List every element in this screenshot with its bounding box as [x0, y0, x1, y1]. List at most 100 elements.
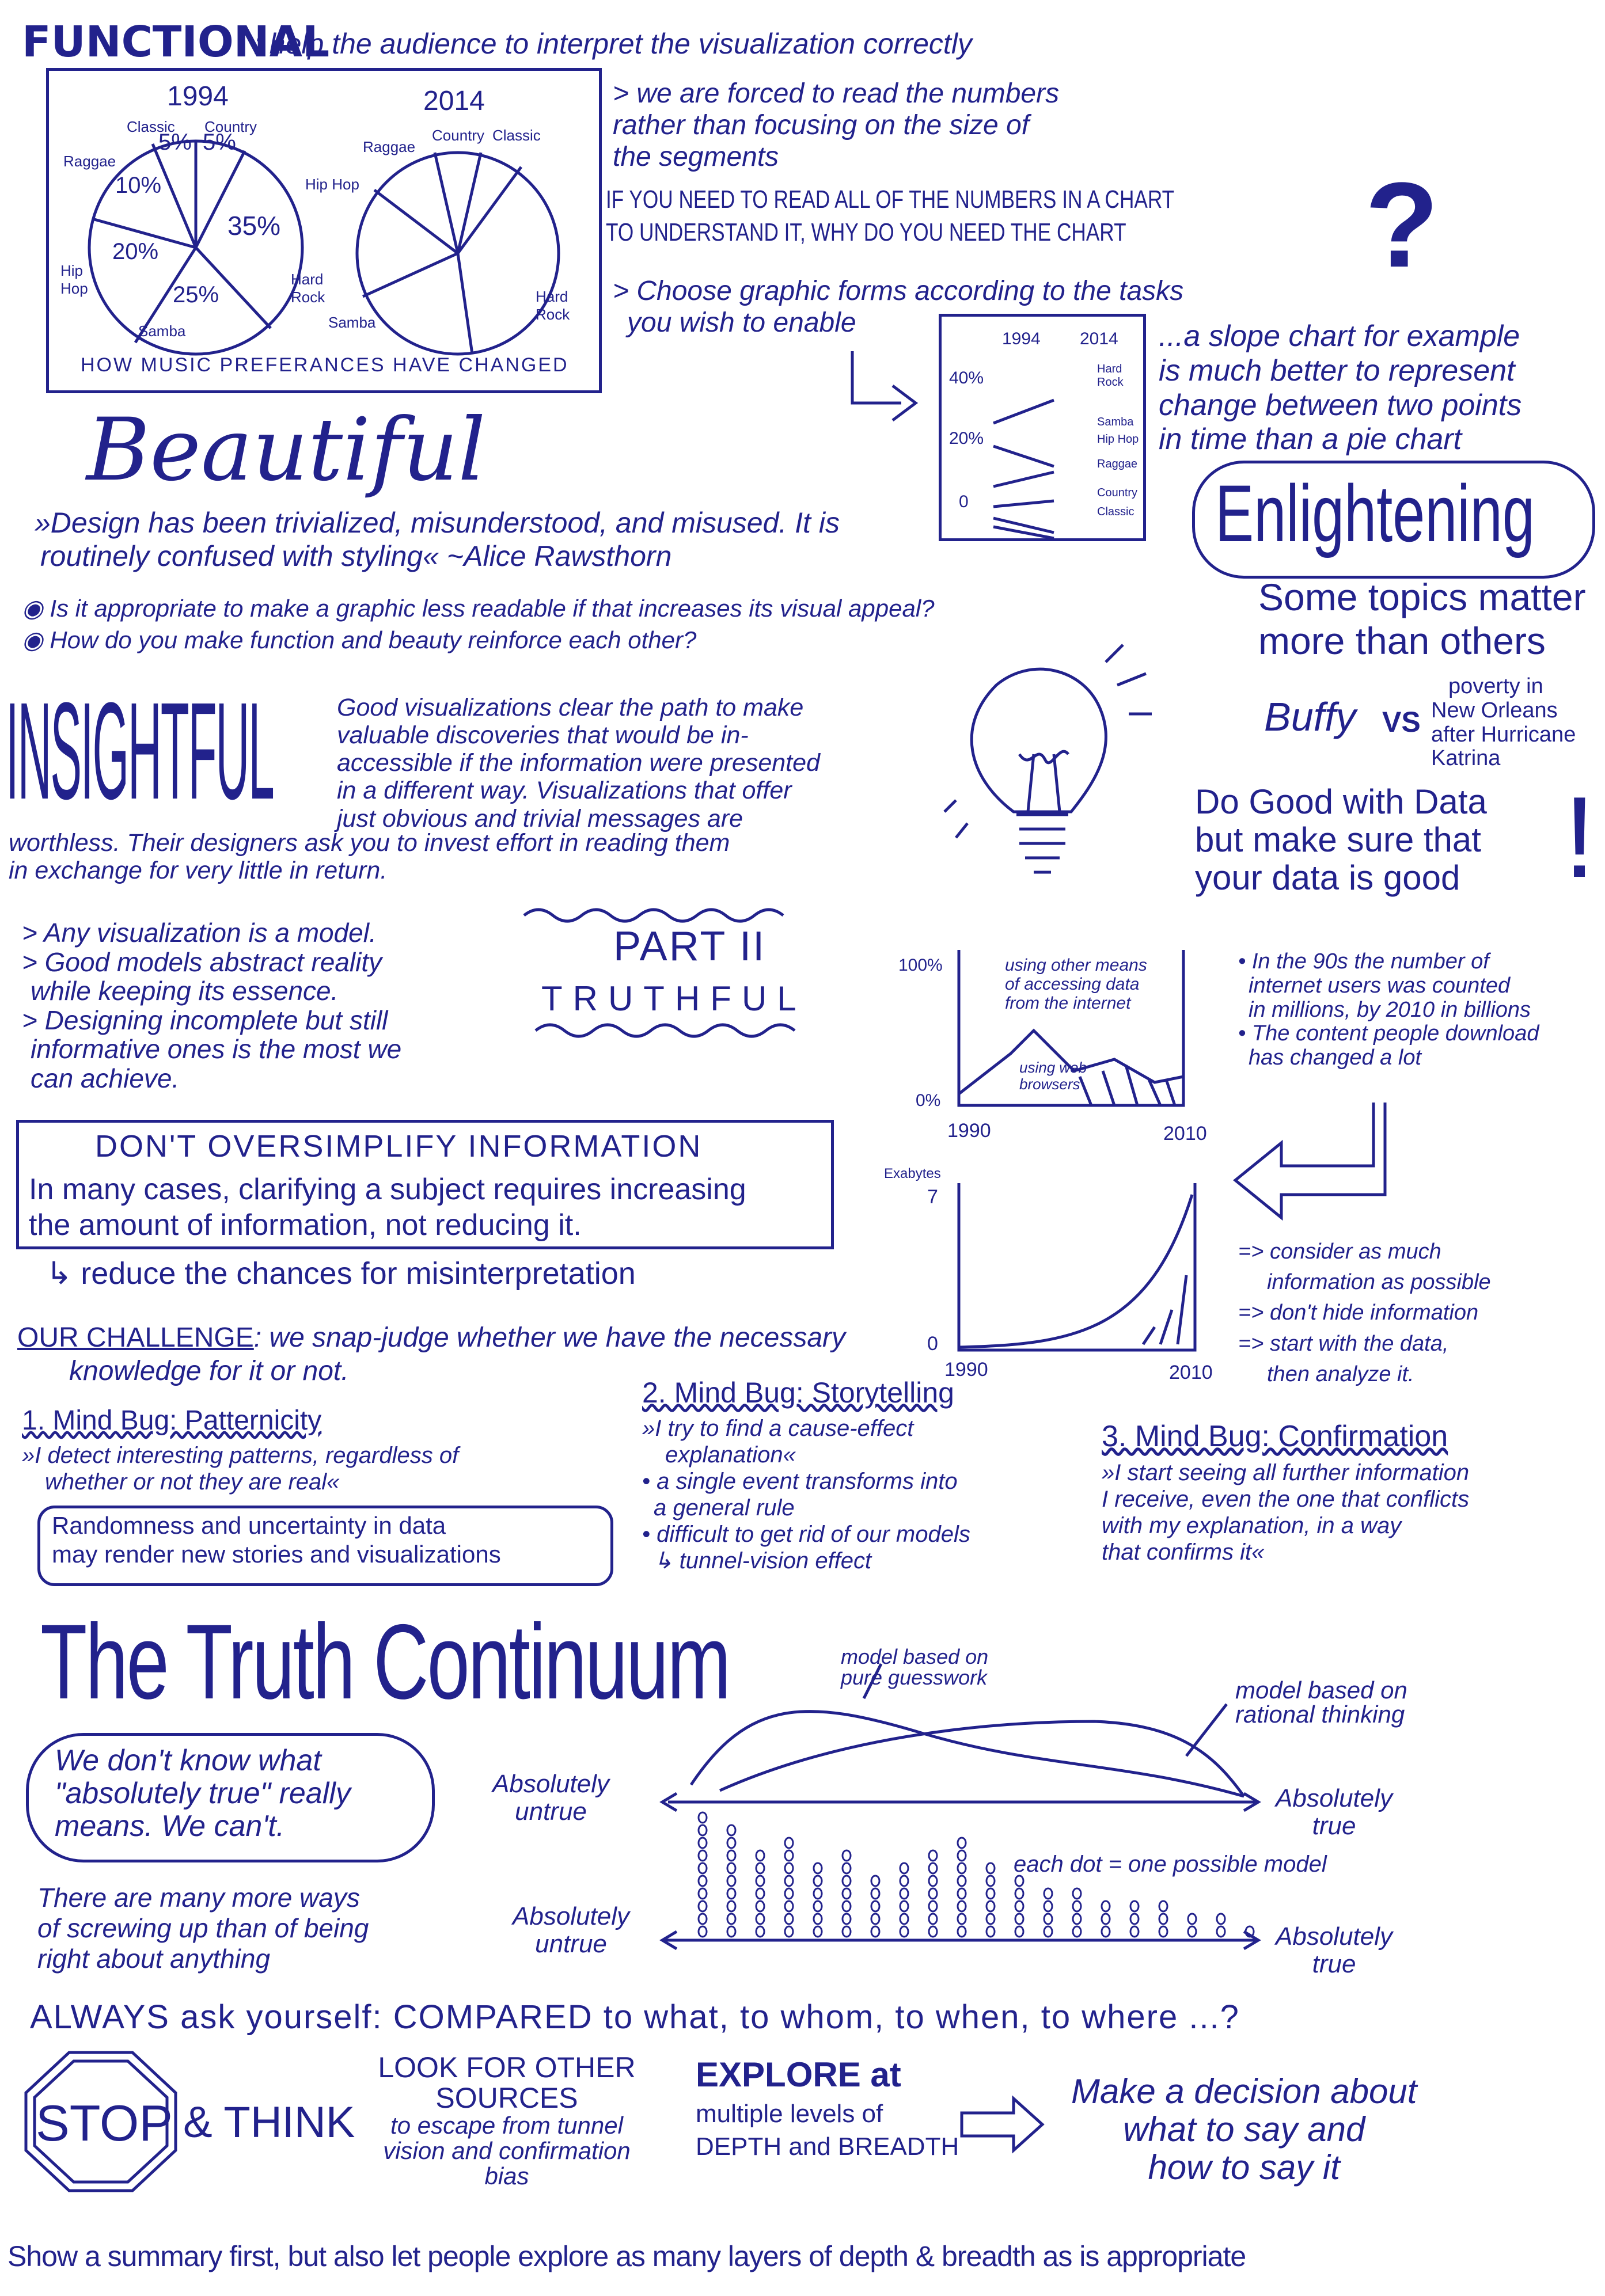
- pie-label: Samba: [328, 314, 376, 331]
- model-dot: [957, 1913, 967, 1925]
- pie-label: Raggae: [63, 153, 116, 170]
- text-line: in exchange for very little in return.: [9, 857, 388, 885]
- slope-year: 1994: [1002, 329, 1041, 348]
- text-line: is much better to represent: [1159, 353, 1515, 387]
- model-dot: [1129, 1900, 1140, 1913]
- model-dot: [784, 1837, 794, 1849]
- slope-chart-note: ...a slope chart for example is much bet…: [1159, 320, 1521, 457]
- text-line: • In the 90s the number of: [1238, 949, 1489, 974]
- text-line: browsers: [1019, 1075, 1080, 1093]
- question-mark: ?: [1365, 157, 1439, 292]
- model-dot: [755, 1862, 765, 1875]
- text-line: with my explanation, in a way: [1102, 1513, 1402, 1538]
- mind-bug-3: 3. Mind Bug: Confirmation »I start seein…: [1102, 1419, 1469, 1565]
- pie-charts: [88, 139, 560, 356]
- functional-title: FUNCTIONAL: [22, 17, 330, 67]
- bullet-item: ◉ Is it appropriate to make a graphic le…: [22, 595, 935, 622]
- text-line: We don't know what: [55, 1744, 321, 1777]
- text-line: true: [1312, 1812, 1356, 1841]
- text-line: New Orleans: [1431, 698, 1558, 723]
- true-label-bottom: Absolutely true: [1276, 1922, 1392, 1979]
- text-line: rational thinking: [1235, 1701, 1405, 1728]
- slope-chart: [993, 398, 1054, 540]
- area-x-tick: 2010: [1163, 1123, 1207, 1145]
- model-dot: [784, 1900, 794, 1913]
- area-y-tick: 100%: [898, 956, 943, 975]
- model-dot: [1216, 1925, 1226, 1938]
- big-arrow-icon: [1233, 1103, 1387, 1221]
- model-dot: [1014, 1913, 1025, 1925]
- model-dot: [697, 1875, 708, 1887]
- model-dot: [697, 1925, 708, 1938]
- model-dot: [1158, 1900, 1168, 1913]
- model-dot: [697, 1887, 708, 1900]
- text-line: but make sure that: [1195, 820, 1481, 859]
- slope-label: Samba: [1097, 416, 1134, 428]
- model-dot: [899, 1887, 909, 1900]
- text-line: information as possible: [1267, 1270, 1491, 1295]
- text-line: just obvious and trivial messages are: [337, 804, 743, 833]
- model-dot: [1043, 1887, 1053, 1900]
- text-line: a general rule: [654, 1495, 795, 1520]
- text-line: Make a decision about: [1071, 2072, 1417, 2111]
- model-dot: [697, 1849, 708, 1862]
- pie-label: Raggae: [363, 138, 416, 155]
- model-dot: [1043, 1900, 1053, 1913]
- text-line: from the internet: [1005, 994, 1131, 1013]
- text-line: of screwing up than of being: [37, 1913, 369, 1943]
- exp-y-tick: 0: [927, 1333, 938, 1355]
- text-line: EXPLORE at: [696, 2055, 901, 2094]
- text-line: while keeping its essence.: [31, 976, 339, 1006]
- untrue-label-top: Absolutely untrue: [492, 1770, 609, 1826]
- model-dot: [985, 1913, 996, 1925]
- model-dot: [985, 1925, 996, 1938]
- mind-bug-text: »I detect interesting patterns, regardle…: [22, 1442, 458, 1495]
- exclamation-mark: !: [1564, 773, 1596, 902]
- model-dot: [899, 1900, 909, 1913]
- beautiful-quote: »Design has been trivialized, misunderst…: [35, 507, 840, 573]
- beautiful-bullets: ◉ Is it appropriate to make a graphic le…: [22, 593, 935, 656]
- explore-note: EXPLORE at multiple levels of DEPTH and …: [696, 2052, 959, 2163]
- text-line: reduce the chances for misinterpretation: [81, 1256, 636, 1291]
- text-line: of accessing data: [1005, 975, 1140, 994]
- text-line: > Choose graphic forms according to the …: [613, 276, 1184, 306]
- text-line: »I detect interesting patterns, regardle…: [22, 1443, 459, 1468]
- stop-label: STOP: [36, 2094, 173, 2151]
- model-dot: [928, 1925, 938, 1938]
- enlightening-title: Enlightening: [1215, 468, 1535, 558]
- text-line: => don't hide information: [1238, 1301, 1479, 1325]
- model-dot: [813, 1862, 823, 1875]
- text-line: "absolutely true" really: [55, 1777, 351, 1811]
- hollow-arrow-icon: [960, 2095, 1045, 2154]
- slope-label: Hip Hop: [1097, 433, 1139, 446]
- model-dot: [957, 1875, 967, 1887]
- area-top-label: using other means of accessing data from…: [1005, 956, 1147, 1013]
- model-dot: [928, 1862, 938, 1875]
- pie-percent: 5%: [203, 130, 236, 155]
- text-line: has changed a lot: [1249, 1046, 1422, 1070]
- text-line: rather than focusing on the size of: [613, 110, 1030, 141]
- slope-label: Country: [1097, 486, 1138, 499]
- model-dot: [813, 1875, 823, 1887]
- model-dot: [697, 1913, 708, 1925]
- model-dot: [726, 1887, 737, 1900]
- model-dot: [726, 1862, 737, 1875]
- model-dot: [784, 1849, 794, 1862]
- model-dot: [1072, 1887, 1082, 1900]
- text-line: routinely confused with styling« ~Alice …: [40, 539, 672, 572]
- text-line: pure guesswork: [841, 1666, 988, 1689]
- model-dot: [726, 1900, 737, 1913]
- mind-bug-2: 2. Mind Bug: Storytelling »I try to find…: [642, 1376, 970, 1574]
- pie-percent: 25%: [173, 282, 219, 307]
- text-line: right about anything: [37, 1943, 271, 1974]
- internet-notes: • In the 90s the number of internet user…: [1238, 949, 1539, 1070]
- text-line: Absolutely: [492, 1770, 610, 1798]
- part-two-label: PART II: [613, 923, 767, 970]
- model-dot: [813, 1887, 823, 1900]
- text-line: SOURCES: [435, 2081, 578, 2114]
- model-dot: [726, 1849, 737, 1862]
- model-dot: [813, 1913, 823, 1925]
- area-y-tick: 0%: [916, 1091, 941, 1110]
- model-dot: [1014, 1875, 1025, 1887]
- text-line: => consider as much: [1238, 1240, 1441, 1264]
